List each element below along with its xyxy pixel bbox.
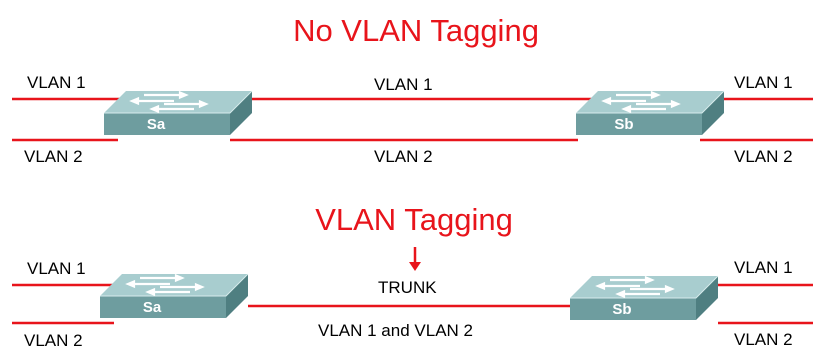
top-mid-vlan1-label: VLAN 1 [374, 75, 433, 94]
top-switch-sb-label: Sb [614, 116, 633, 133]
bottom-lines [12, 283, 813, 325]
top-right-vlan1-label: VLAN 1 [734, 73, 793, 92]
bottom-switch-sb-label: Sb [612, 301, 631, 318]
bottom-left-vlan1-label: VLAN 1 [27, 259, 86, 278]
bottom-diagram-title: VLAN Tagging [315, 202, 513, 237]
top-left-vlan1-label: VLAN 1 [27, 73, 86, 92]
top-switch-sa: Sa [102, 89, 254, 137]
trunk-vlans-label: VLAN 1 and VLAN 2 [318, 321, 473, 340]
top-switch-sb: Sb [574, 89, 726, 137]
top-switch-sa-label: Sa [147, 116, 166, 133]
top-diagram-title: No VLAN Tagging [293, 13, 539, 48]
bottom-switch-sa: Sa [98, 272, 250, 320]
top-left-vlan2-label: VLAN 2 [24, 147, 83, 166]
bottom-right-vlan2-label: VLAN 2 [734, 330, 793, 349]
bottom-left-vlan2-label: VLAN 2 [24, 331, 83, 350]
trunk-label: TRUNK [378, 278, 437, 297]
top-lines [12, 97, 813, 142]
top-right-vlan2-label: VLAN 2 [734, 147, 793, 166]
top-mid-vlan2-label: VLAN 2 [374, 147, 433, 166]
bottom-switch-sa-label: Sa [143, 299, 162, 316]
bottom-right-vlan1-label: VLAN 1 [734, 258, 793, 277]
trunk-arrow [409, 247, 421, 271]
bottom-switch-sb: Sb [568, 274, 720, 322]
